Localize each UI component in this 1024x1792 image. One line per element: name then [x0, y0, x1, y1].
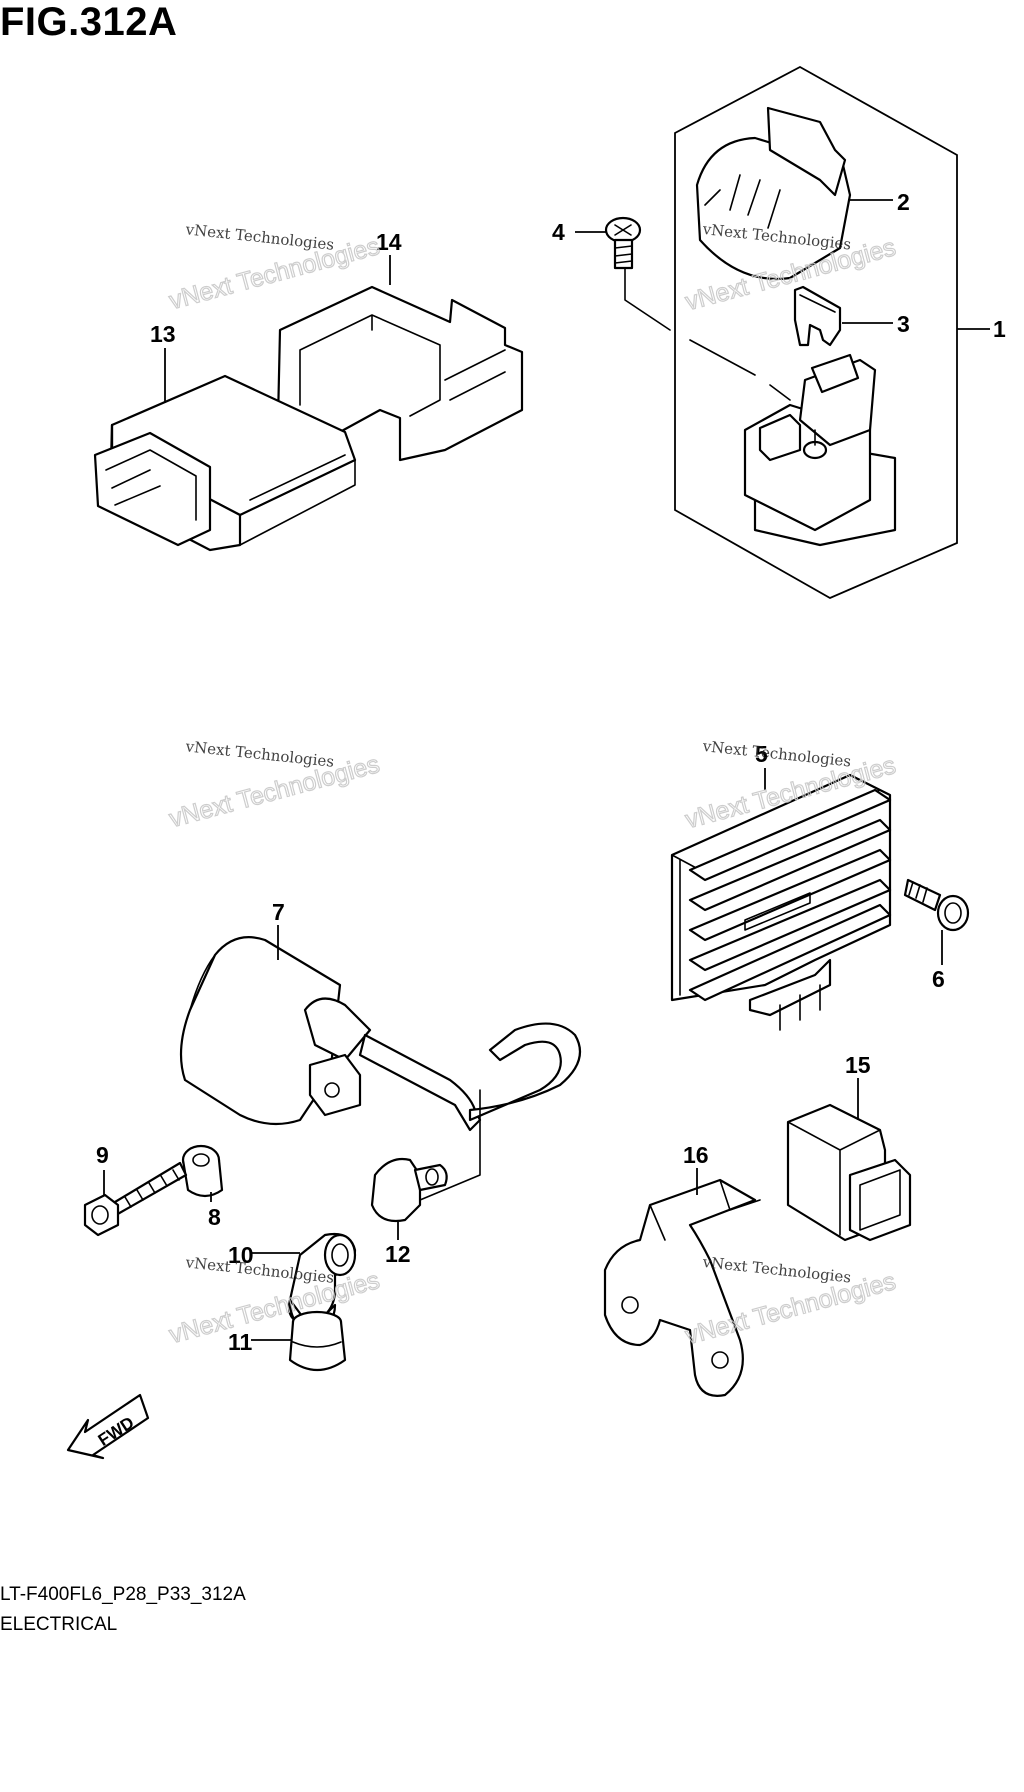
watermark-upper-right: vNext Technologies vNext Technologies — [682, 220, 899, 317]
callout-12: 12 — [385, 1241, 411, 1267]
callout-13: 13 — [150, 321, 176, 347]
callout-6: 6 — [932, 966, 945, 992]
leader-lines — [103, 199, 990, 1341]
part-1-relay-assembly-box — [674, 65, 958, 600]
part-2-relay-cover[interactable] — [695, 106, 852, 280]
callout-16: 16 — [683, 1142, 709, 1168]
part-11-cap[interactable] — [288, 1310, 347, 1372]
figure-title: FIG.312A — [0, 0, 178, 44]
callout-8: 8 — [208, 1204, 221, 1230]
part-5-regulator-rectifier[interactable] — [670, 773, 892, 1031]
callout-11: 11 — [228, 1329, 253, 1355]
part-3-fuse[interactable] — [793, 285, 842, 347]
part-12-plug-boot[interactable] — [370, 1157, 448, 1223]
watermark-text: vNext Technologies — [701, 737, 852, 771]
part-16-bracket[interactable] — [603, 1178, 761, 1397]
part-6-bolt[interactable] — [903, 878, 970, 932]
starter-relay-body[interactable] — [743, 353, 897, 547]
callout-15: 15 — [845, 1052, 871, 1078]
part-15-connector[interactable] — [786, 1103, 912, 1242]
watermark-text: vNext Technologies — [701, 1253, 852, 1287]
figure-code: LT-F400FL6_P28_P33_312A — [0, 1584, 246, 1605]
part-7-ignition-coil[interactable] — [179, 936, 582, 1201]
callout-10: 10 — [228, 1242, 254, 1268]
figure-category: ELECTRICAL — [0, 1614, 118, 1635]
callout-9: 9 — [96, 1142, 109, 1168]
callout-3: 3 — [897, 311, 910, 337]
callout-14: 14 — [376, 229, 402, 255]
callout-4: 4 — [552, 219, 565, 245]
part-13-ecm[interactable] — [93, 374, 357, 552]
part-4-screw[interactable] — [604, 216, 642, 270]
callout-5: 5 — [755, 741, 768, 767]
fwd-arrow-icon: FWD — [66, 1393, 150, 1460]
callout-7: 7 — [272, 899, 285, 925]
part-8-spacer[interactable] — [181, 1144, 224, 1198]
watermark-text: vNext Technologies — [184, 737, 335, 771]
watermark-middle-left: vNext Technologies vNext Technologies — [166, 737, 383, 834]
callout-2: 2 — [897, 189, 910, 215]
part-9-bolt[interactable] — [83, 1161, 188, 1237]
callouts: 1 2 3 4 5 6 7 8 9 10 11 12 13 14 15 16 — [96, 189, 1006, 1355]
callout-1: 1 — [993, 316, 1006, 342]
